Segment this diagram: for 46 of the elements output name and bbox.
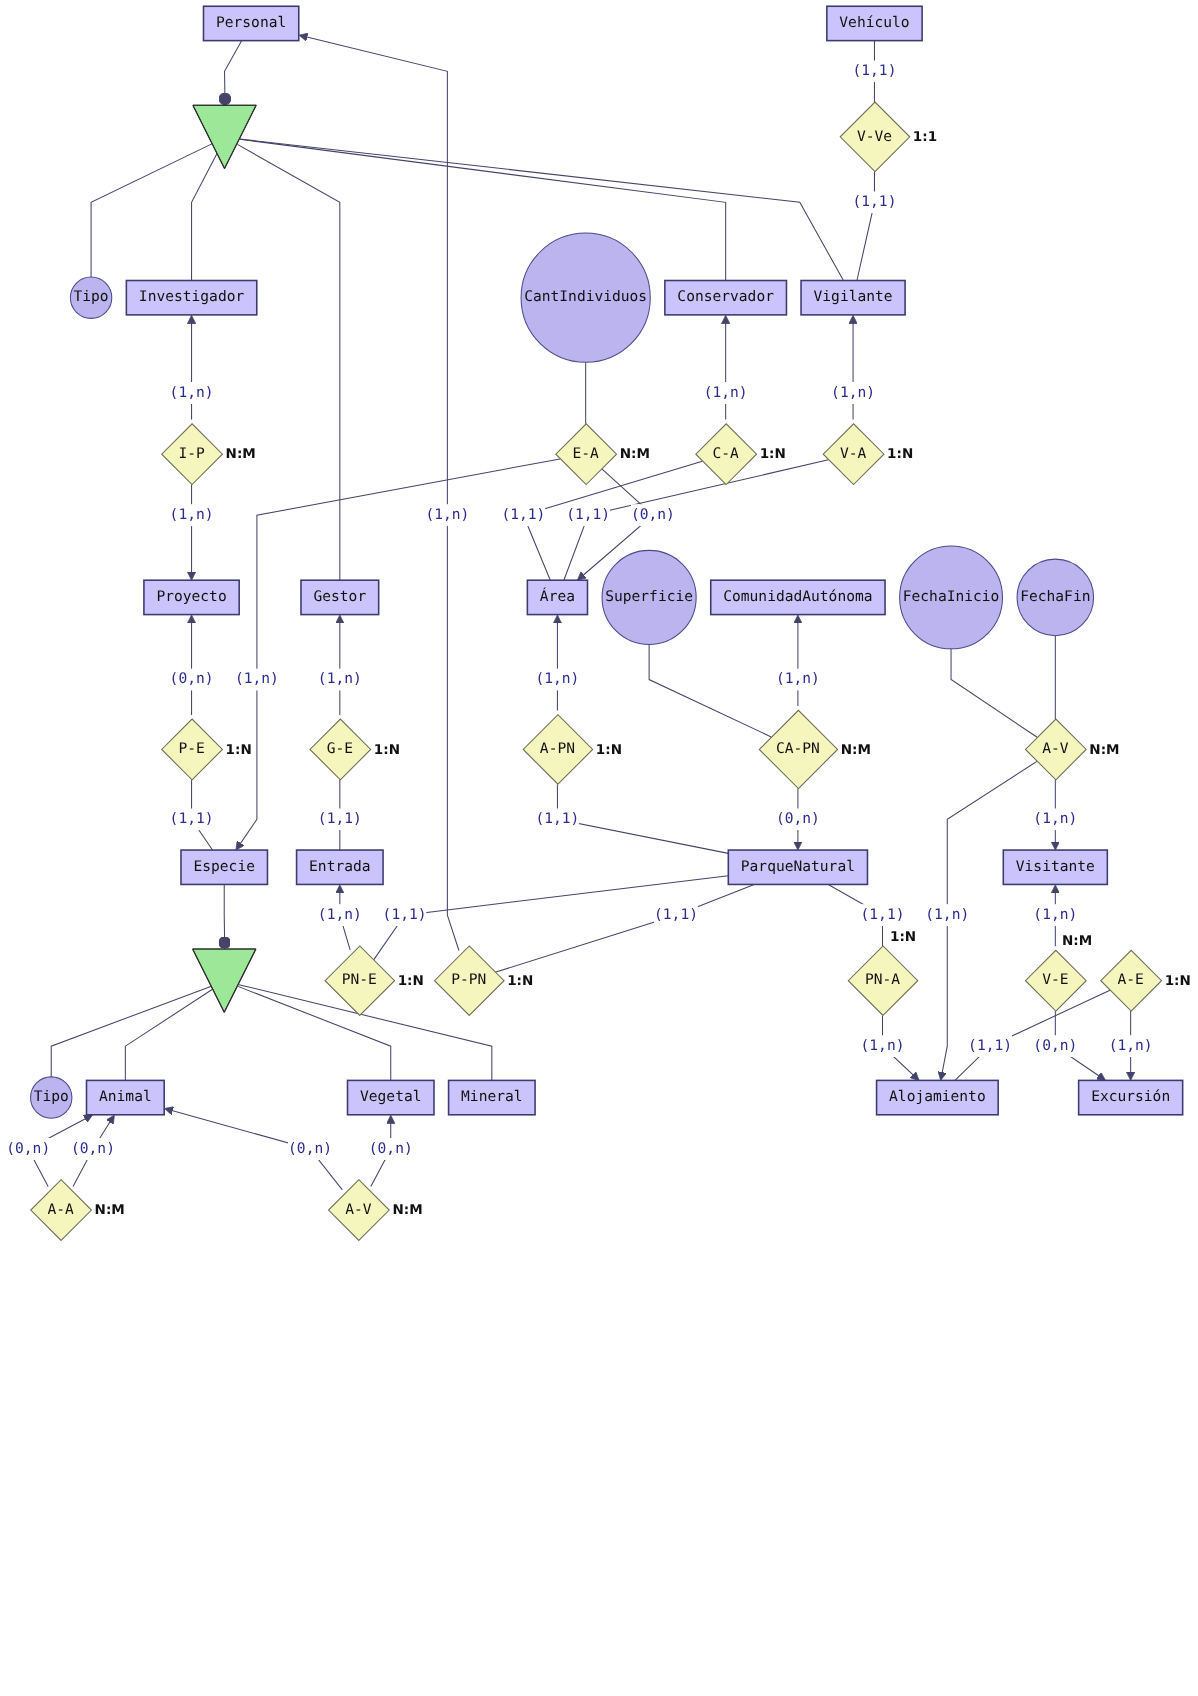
- arrow: [164, 1106, 343, 1191]
- connector: [124, 988, 214, 1081]
- arrow: [1050, 884, 1060, 947]
- arrow: [335, 884, 351, 951]
- arrow: [937, 760, 1038, 1081]
- connector: [856, 171, 875, 281]
- arrow: [186, 484, 197, 581]
- connector: [522, 460, 703, 581]
- connector: [954, 989, 1111, 1081]
- connector: [372, 875, 729, 961]
- arrow: [882, 1014, 920, 1081]
- connector: [585, 361, 587, 425]
- arrow: [552, 614, 562, 712]
- arrow: [370, 1114, 396, 1188]
- connector: [236, 143, 341, 581]
- arrow: [793, 614, 803, 707]
- connector: [191, 779, 214, 851]
- connector: [218, 883, 231, 951]
- connector: [556, 783, 729, 854]
- arrow: [72, 1114, 115, 1188]
- connector: [239, 138, 844, 281]
- arrow: [1050, 779, 1060, 851]
- connector: [50, 985, 212, 1078]
- arrow: [793, 788, 803, 851]
- connector: [1054, 635, 1056, 720]
- arrow: [298, 32, 460, 952]
- connector: [563, 459, 829, 581]
- connector: [90, 143, 213, 278]
- connector: [950, 648, 1038, 738]
- connector: [239, 138, 727, 281]
- connector: [494, 883, 755, 973]
- arrow: [848, 314, 858, 421]
- connector: [873, 40, 875, 103]
- arrow: [1054, 1010, 1106, 1081]
- connector: [218, 40, 243, 107]
- connector: [648, 643, 772, 738]
- connector: [237, 985, 392, 1081]
- arrow: [235, 458, 561, 851]
- arrow: [186, 314, 197, 421]
- connector: [191, 152, 218, 281]
- arrow: [1126, 1010, 1136, 1081]
- arrow: [186, 614, 197, 716]
- arrow: [335, 614, 345, 716]
- arrow: [721, 314, 731, 421]
- connector: [339, 779, 341, 851]
- connector: [238, 984, 493, 1081]
